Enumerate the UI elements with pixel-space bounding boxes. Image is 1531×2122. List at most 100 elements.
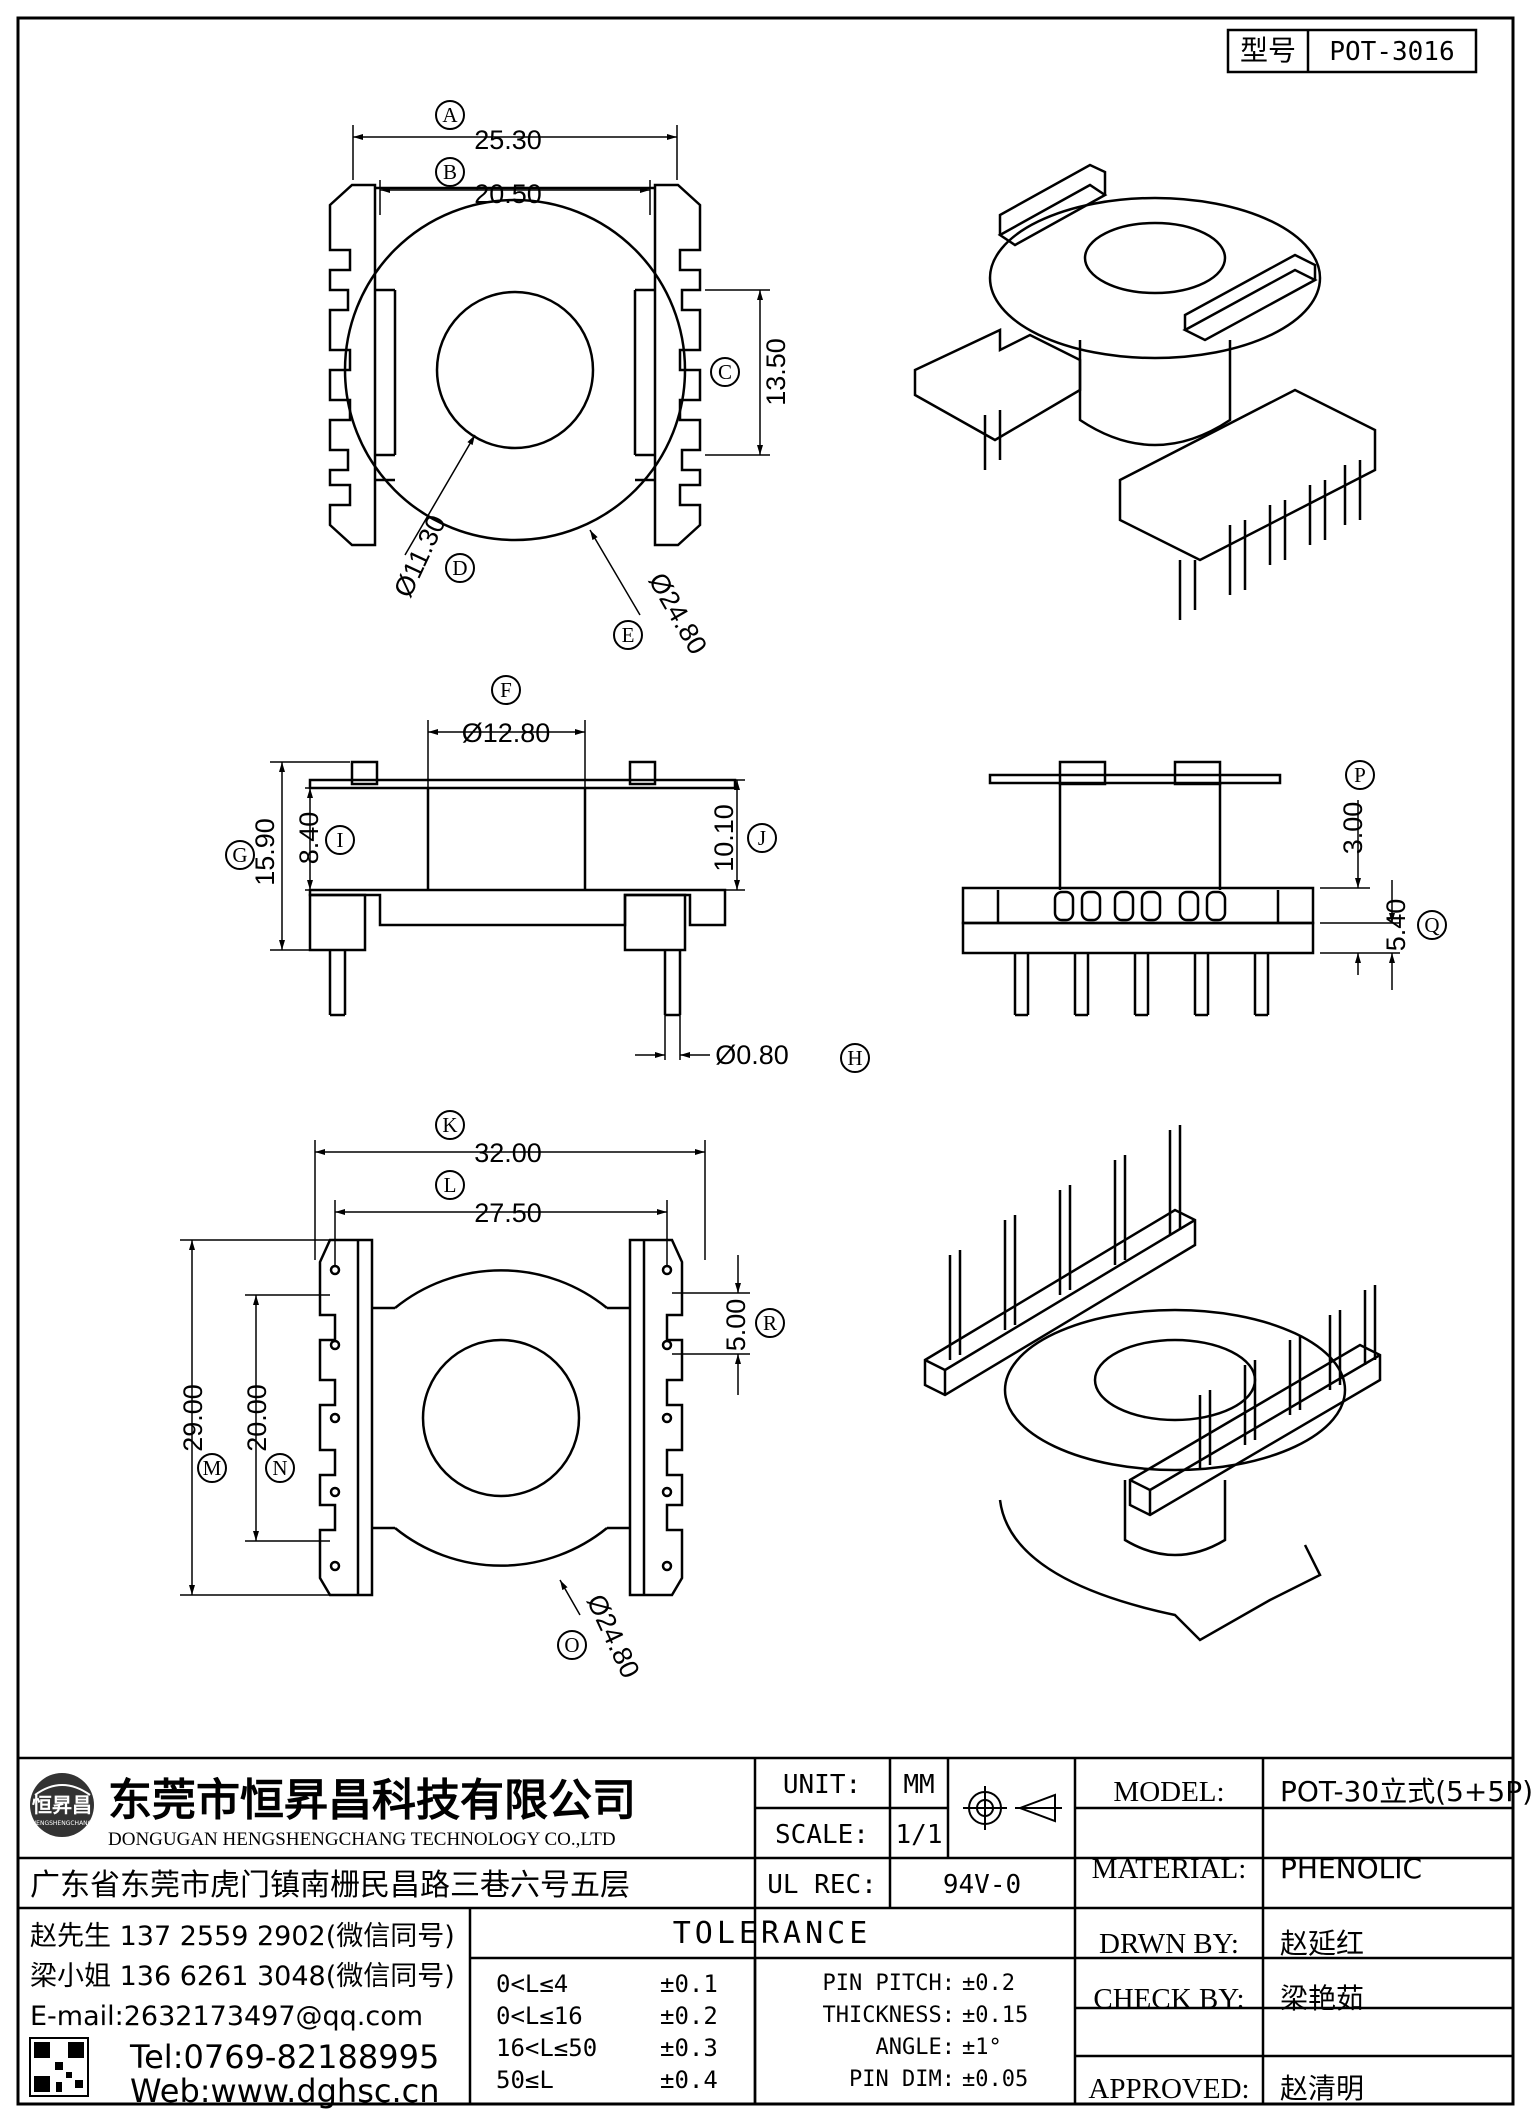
scale-value: 1/1	[896, 1820, 943, 1850]
qr-code-icon	[29, 2037, 89, 2097]
tolerance-misc-label: THICKNESS:	[823, 2003, 955, 2028]
dim-letter-f: F	[491, 675, 521, 705]
dim-o-value: Ø24.80	[581, 1590, 646, 1683]
dim-letter-text: H	[847, 1046, 862, 1070]
logo-text: 恒昇昌	[32, 1793, 92, 1817]
dim-letter-text: B	[443, 160, 457, 184]
tolerance-misc-label: ANGLE:	[876, 2035, 955, 2060]
dim-letter-text: A	[442, 103, 458, 127]
company-tel: Tel:0769-82188995	[129, 2038, 439, 2076]
dim-i-value: 8.40	[294, 812, 324, 865]
company-web: Web:www.dghsc.cn	[130, 2072, 440, 2110]
tolerance-value: ±0.1	[660, 1970, 718, 1998]
tolerance-range: 0<L≤4	[496, 1970, 568, 1998]
header-model-label: 型号	[1240, 34, 1296, 67]
top-view	[328, 183, 702, 547]
dim-letter-j: J	[747, 823, 777, 853]
side-view-dim-text: Ø12.80 15.90 8.40 10.10 Ø0.80	[250, 718, 789, 1070]
iso-view-bottom	[923, 1125, 1382, 1642]
info-table: MODEL: POT-30立式(5+5P) MATERIAL: PHENOLIC DRW…	[1088, 1775, 1531, 2105]
unit-label: UNIT:	[783, 1770, 861, 1800]
dim-b-value: 20.50	[474, 179, 542, 209]
dim-letter-o: O	[557, 1630, 587, 1660]
dim-letter-text: R	[763, 1311, 777, 1335]
dim-a-value: 25.30	[474, 125, 542, 155]
dim-g-value: 15.90	[250, 818, 280, 886]
unit-value: MM	[903, 1770, 934, 1800]
tolerance-misc-label: PIN DIM:	[849, 2067, 955, 2092]
info-label: MATERIAL:	[1092, 1853, 1247, 1885]
contact-email: E-mail:2632173497@qq.com	[30, 2001, 423, 2032]
dim-letter-text: M	[203, 1456, 222, 1480]
info-value: 赵延红	[1280, 1927, 1364, 1960]
tolerance-range: 0<L≤16	[496, 2002, 583, 2030]
dim-letter-p: P	[1345, 760, 1375, 790]
dim-c-value: 13.50	[761, 338, 791, 406]
dim-letter-text: O	[564, 1633, 579, 1657]
dim-letter-e: E	[613, 620, 643, 650]
info-label: MODEL:	[1113, 1776, 1224, 1808]
dim-letter-l: L	[435, 1170, 465, 1200]
dim-r-value: 5.00	[721, 1299, 751, 1352]
company-name-cn: 东莞市恒昇昌科技有限公司	[108, 1775, 636, 1826]
header-model-value: POT-3016	[1329, 37, 1454, 67]
dim-letter-text: E	[622, 623, 635, 647]
logo-subtext: HENGSHENGCHANG	[32, 1820, 93, 1827]
header-model-box: 型号 POT-3016	[1226, 28, 1478, 74]
dim-m-value: 29.00	[178, 1384, 208, 1452]
dim-letter-b: B	[435, 157, 465, 187]
tolerance-range: 50≤L	[496, 2066, 554, 2094]
dim-letter-a: A	[435, 100, 465, 130]
title-block-lines	[18, 1756, 1513, 2104]
dim-letter-text: F	[500, 678, 512, 702]
side-view-right-dims	[1320, 800, 1400, 990]
dim-letter-text: N	[272, 1456, 287, 1480]
dim-letter-m: M	[197, 1453, 227, 1483]
dim-letter-text: I	[337, 828, 344, 852]
dim-d-value: Ø11.30	[388, 511, 452, 602]
info-value: 赵清明	[1280, 2072, 1364, 2105]
dim-letter-k: K	[435, 1110, 465, 1140]
dim-j-value: 10.10	[709, 804, 739, 872]
tolerance-misc-value: ±0.2	[962, 1971, 1015, 1996]
info-value: 梁艳茹	[1280, 1982, 1364, 2015]
projection-symbol-icon	[963, 1786, 1062, 1830]
dim-f-value: Ø12.80	[462, 718, 551, 748]
info-label: APPROVED:	[1088, 2073, 1249, 2105]
tolerance-misc-value: ±0.15	[962, 2003, 1028, 2028]
tolerance-value: ±0.4	[660, 2066, 718, 2094]
info-label: DRWN BY:	[1099, 1928, 1239, 1960]
bottom-view-dims	[180, 1140, 750, 1616]
side-view-right-dim-text: 3.00 5.40	[1338, 802, 1411, 952]
dim-letter-text: Q	[1424, 913, 1439, 937]
tolerance-range: 16<L≤50	[496, 2034, 597, 2062]
dim-p-value: 3.00	[1338, 802, 1368, 855]
tolerance-misc-value: ±0.05	[962, 2067, 1028, 2092]
dim-l-value: 27.50	[474, 1198, 542, 1228]
dim-letter-text: P	[1354, 763, 1366, 787]
tolerance-table: 0<L≤4±0.10<L≤16±0.216<L≤50±0.350≤L±0.4PI…	[496, 1970, 1028, 2094]
dim-letter-text: D	[452, 556, 467, 580]
dim-letter-text: K	[442, 1113, 457, 1137]
info-value: POT-30立式(5+5P)	[1280, 1775, 1531, 1808]
dim-letter-i: I	[325, 825, 355, 855]
dim-h-value: Ø0.80	[715, 1040, 789, 1070]
dim-e-value: Ø24.80	[643, 568, 713, 660]
side-view	[308, 760, 737, 1017]
info-value: PHENOLIC	[1280, 1852, 1422, 1885]
dim-letter-text: C	[718, 360, 732, 384]
tolerance-misc-value: ±1°	[962, 2035, 1002, 2060]
dim-letter-q: Q	[1417, 910, 1447, 940]
dim-letter-text: J	[758, 826, 766, 850]
company-logo: 恒昇昌 HENGSHENGCHANG	[30, 1773, 94, 1837]
dim-q-value: 5.40	[1381, 899, 1411, 952]
dim-letter-r: R	[755, 1308, 785, 1338]
company-name-en: DONGUGAN HENGSHENGCHANG TECHNOLOGY CO.,L…	[108, 1829, 616, 1850]
tolerance-title: TOLERANCE	[673, 1916, 872, 1951]
dim-n-value: 20.00	[242, 1384, 272, 1452]
iso-view-top	[913, 163, 1377, 620]
scale-label: SCALE:	[775, 1820, 869, 1850]
side-view-dims	[270, 720, 745, 1060]
